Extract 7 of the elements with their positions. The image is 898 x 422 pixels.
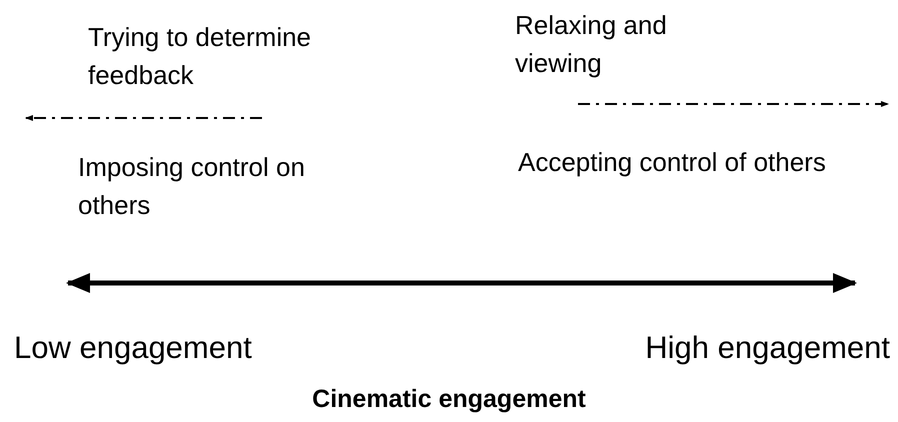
axis-caption: Cinematic engagement [311,384,587,415]
scale-end-label: Low engagement [14,329,252,367]
behavior-label: Relaxing and viewing [515,9,668,80]
scale-end-label: High engagement [645,329,890,367]
behavior-label: Trying to determine feedback [88,21,312,92]
behavior-label: Imposing control on others [78,151,306,222]
behavior-label: Accepting control of others [518,146,827,179]
